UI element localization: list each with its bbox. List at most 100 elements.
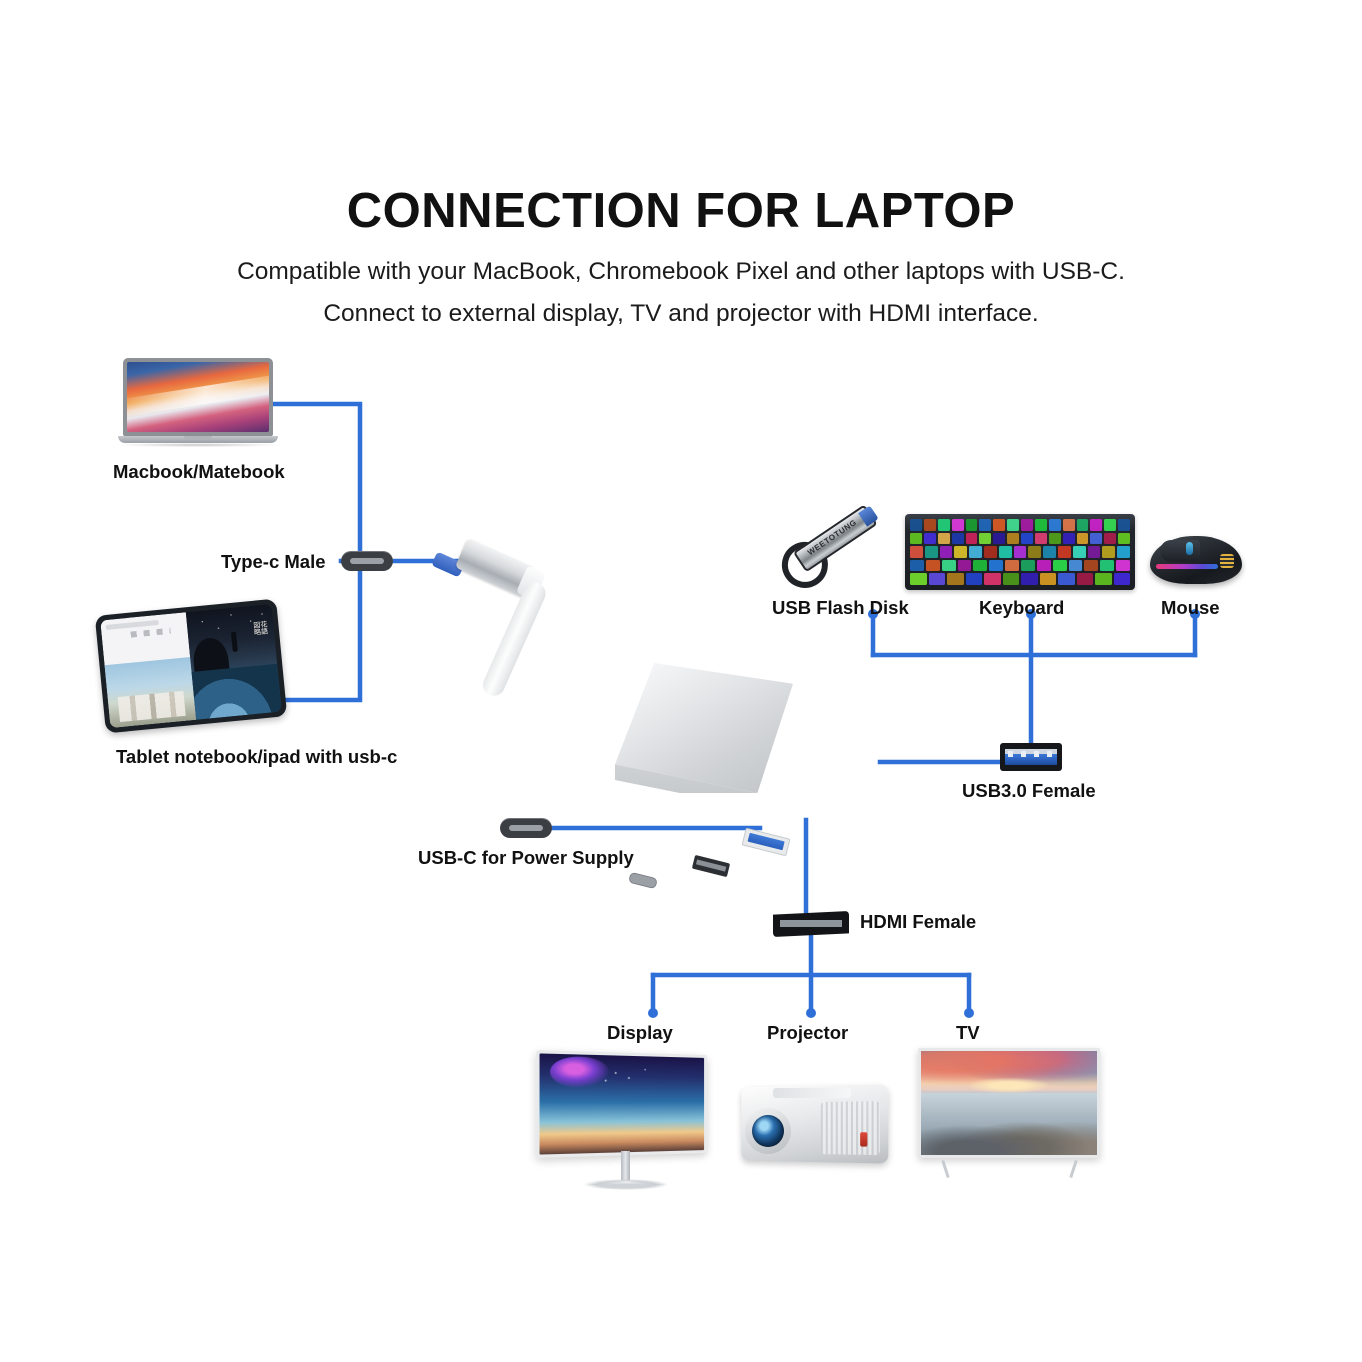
monitor-icon bbox=[535, 1050, 707, 1200]
keyboard-key bbox=[910, 559, 924, 572]
keyboard-key bbox=[1034, 532, 1047, 545]
keyboard-key bbox=[1090, 519, 1103, 531]
keyboard-key bbox=[1100, 559, 1115, 572]
keyboard-key bbox=[954, 546, 968, 558]
keyboard-key bbox=[910, 573, 927, 585]
keyboard-key bbox=[984, 573, 1001, 585]
keyboard-key bbox=[1021, 532, 1033, 545]
keyboard-key bbox=[1062, 532, 1075, 545]
projector-lens bbox=[752, 1115, 784, 1147]
keyboard-key bbox=[965, 519, 978, 531]
mouse-left-button bbox=[1160, 540, 1200, 562]
keyboard-key bbox=[910, 519, 922, 531]
tv-screen bbox=[921, 1051, 1097, 1155]
keyboard-key bbox=[1076, 532, 1089, 545]
keyboard-key bbox=[951, 519, 964, 531]
keyboard-key bbox=[1102, 546, 1116, 558]
keyboard-key bbox=[1005, 559, 1020, 572]
keyboard-key bbox=[1028, 546, 1042, 558]
keyboard-key bbox=[947, 573, 964, 585]
tv-leg-left bbox=[941, 1159, 950, 1179]
keyboard-key bbox=[965, 532, 978, 545]
label-keyboard: Keyboard bbox=[979, 597, 1065, 618]
keyboard-key bbox=[1013, 546, 1027, 558]
projector-icon bbox=[737, 1080, 889, 1172]
keyboard-key bbox=[979, 519, 992, 531]
hdmi-female-icon bbox=[773, 911, 849, 937]
keyboard-key bbox=[1048, 532, 1061, 545]
television-icon bbox=[918, 1048, 1100, 1179]
subtitle-line-1: Compatible with your MacBook, Chromebook… bbox=[237, 258, 1125, 285]
keyboard-key bbox=[923, 532, 936, 545]
projector-vent-grill bbox=[820, 1101, 880, 1156]
label-hdmi-female: HDMI Female bbox=[860, 911, 977, 932]
tv-scene-rocks bbox=[921, 1107, 1097, 1155]
mouse-rgb-strip bbox=[1156, 564, 1218, 569]
keyboard-key bbox=[1052, 559, 1067, 572]
tablet-screen-left-pane bbox=[100, 612, 197, 728]
keyboard-key bbox=[939, 546, 953, 558]
keyboard-key bbox=[1072, 546, 1086, 558]
label-tablet: Tablet notebook/ipad with usb-c bbox=[116, 746, 398, 767]
usb-c-hub-adapter-image bbox=[431, 537, 793, 890]
mouse-scroll-wheel bbox=[1186, 542, 1193, 555]
keyboard-key bbox=[1118, 519, 1130, 531]
tablet-screen-right-pane: 図花略語 bbox=[185, 604, 282, 720]
keyboard-key bbox=[1076, 519, 1089, 531]
keyboard-key bbox=[993, 519, 1006, 531]
keyboard-key-row bbox=[910, 532, 1130, 545]
keyboard-key bbox=[979, 532, 992, 545]
keyboard-key-row bbox=[910, 519, 1130, 531]
keyboard-key bbox=[1090, 532, 1103, 545]
keyboard-key bbox=[1043, 546, 1056, 558]
tablet-photo bbox=[104, 657, 197, 728]
label-usb-c-power: USB-C for Power Supply bbox=[418, 847, 634, 868]
keyboard-key bbox=[989, 559, 1004, 572]
label-macbook: Macbook/Matebook bbox=[113, 461, 285, 482]
keyboard-key bbox=[1095, 573, 1112, 585]
keyboard-key bbox=[937, 532, 950, 545]
label-display: Display bbox=[607, 1022, 673, 1043]
keyboard-key bbox=[1021, 559, 1035, 572]
keyboard-key bbox=[1021, 573, 1038, 585]
keyboard-key bbox=[1113, 573, 1130, 585]
usb3-female-icon bbox=[1000, 743, 1062, 771]
laptop-lid bbox=[123, 358, 273, 436]
laptop-screen-wallpaper bbox=[127, 362, 269, 432]
laptop-notch bbox=[184, 436, 212, 439]
tablet-body: 図花略語 bbox=[94, 598, 288, 734]
keyboard-key bbox=[924, 546, 938, 558]
projector-accent bbox=[860, 1132, 868, 1147]
keyboard-key bbox=[1104, 519, 1117, 531]
keyboard-key bbox=[937, 519, 950, 531]
keyboard-key bbox=[923, 519, 936, 531]
macbook-image bbox=[114, 358, 282, 447]
keyboard-key bbox=[1116, 559, 1131, 572]
keyboard-key bbox=[1002, 573, 1019, 585]
keyboard-key-row bbox=[910, 573, 1130, 585]
keyboard-key bbox=[1068, 559, 1083, 572]
keyboard-key bbox=[1036, 559, 1051, 572]
monitor-stand-foot bbox=[583, 1179, 669, 1190]
tablet-screen: 図花略語 bbox=[100, 604, 282, 728]
monitor-panel bbox=[535, 1050, 707, 1158]
keyboard-key-row bbox=[910, 546, 1130, 558]
artwork-wave bbox=[191, 664, 282, 720]
keyboard-key bbox=[941, 559, 956, 572]
keyboard-key bbox=[1117, 546, 1130, 558]
keyboard-key bbox=[998, 546, 1012, 558]
monitor-wallpaper-stars bbox=[539, 1053, 705, 1104]
keyboard-key bbox=[1084, 559, 1099, 572]
usb-c-power-icon bbox=[500, 818, 552, 838]
projector-top-panel bbox=[773, 1088, 851, 1098]
keyboard-key bbox=[1007, 532, 1019, 545]
monitor-screen bbox=[539, 1053, 705, 1155]
keyboard-key bbox=[983, 546, 997, 558]
keyboard-key bbox=[910, 532, 922, 545]
label-usb3-female: USB3.0 Female bbox=[962, 780, 1096, 801]
keyboard-key bbox=[957, 559, 972, 572]
keyboard-key bbox=[1076, 573, 1093, 585]
label-projector: Projector bbox=[767, 1022, 849, 1043]
subtitle-line-2: Connect to external display, TV and proj… bbox=[323, 300, 1039, 327]
